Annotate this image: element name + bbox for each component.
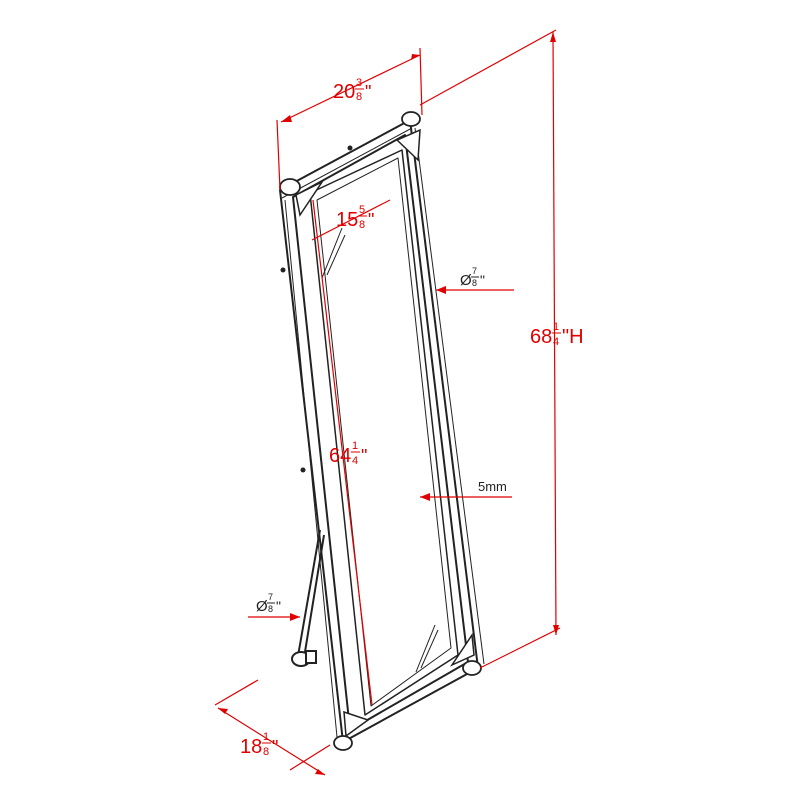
svg-text:5mm: 5mm	[478, 479, 507, 494]
glass-reflections	[321, 227, 439, 673]
svg-text:": "	[368, 210, 374, 230]
svg-text:": "	[365, 82, 371, 102]
side-knobs	[280, 145, 353, 473]
svg-text:64: 64	[329, 445, 351, 467]
label-mirror-height: 64 1 4 "	[329, 440, 367, 467]
cap-bottom-left	[333, 735, 353, 751]
label-depth: 18 1 8 "	[240, 731, 278, 758]
svg-text:68: 68	[530, 326, 552, 348]
svg-text:Ø: Ø	[460, 272, 472, 289]
svg-text:8: 8	[356, 91, 362, 103]
label-mirror-width: 15 5 8 "	[336, 204, 374, 231]
cap-top-left	[279, 178, 301, 196]
svg-text:8: 8	[268, 604, 273, 614]
svg-text:8: 8	[472, 278, 477, 288]
arrowheads	[218, 32, 559, 775]
mirror-frame	[279, 119, 485, 743]
svg-text:": "	[480, 272, 485, 288]
svg-text:3: 3	[356, 77, 362, 89]
svg-text:15: 15	[336, 209, 358, 231]
svg-text:": "	[276, 598, 281, 614]
label-tube-diameter-right: Ø 7 8 "	[460, 266, 485, 289]
bracket-top-right	[395, 128, 421, 162]
svg-text:"H: "H	[562, 326, 584, 348]
svg-text:1: 1	[553, 321, 559, 333]
svg-text:1: 1	[352, 440, 358, 452]
svg-text:20: 20	[333, 81, 355, 103]
svg-text:1: 1	[263, 731, 269, 743]
bracket-top-left	[295, 180, 325, 217]
label-tube-diameter-left: Ø 7 8 "	[256, 592, 281, 615]
svg-text:7: 7	[268, 592, 273, 602]
svg-text:7: 7	[472, 266, 477, 276]
svg-text:8: 8	[359, 219, 365, 231]
cap-top-right	[401, 111, 421, 127]
svg-text:": "	[272, 737, 278, 757]
svg-text:4: 4	[352, 455, 358, 467]
label-top-width: 20 3 8 "	[333, 77, 371, 103]
bracket-bottom-right	[449, 632, 475, 667]
svg-text:8: 8	[263, 746, 269, 758]
corner-brackets	[295, 128, 475, 738]
frame-outer	[279, 119, 479, 743]
mirror-border	[309, 149, 459, 716]
label-total-height: 68 1 4 "H	[530, 321, 584, 348]
easel-leg	[291, 529, 325, 667]
label-glass-thickness: 5mm	[478, 479, 507, 494]
cap-bottom-right	[462, 660, 482, 676]
svg-text:18: 18	[240, 736, 262, 758]
svg-text:": "	[361, 446, 367, 466]
bracket-bottom-left	[343, 710, 370, 738]
svg-text:Ø: Ø	[256, 598, 268, 615]
svg-text:5: 5	[359, 204, 365, 216]
svg-text:4: 4	[553, 336, 559, 348]
